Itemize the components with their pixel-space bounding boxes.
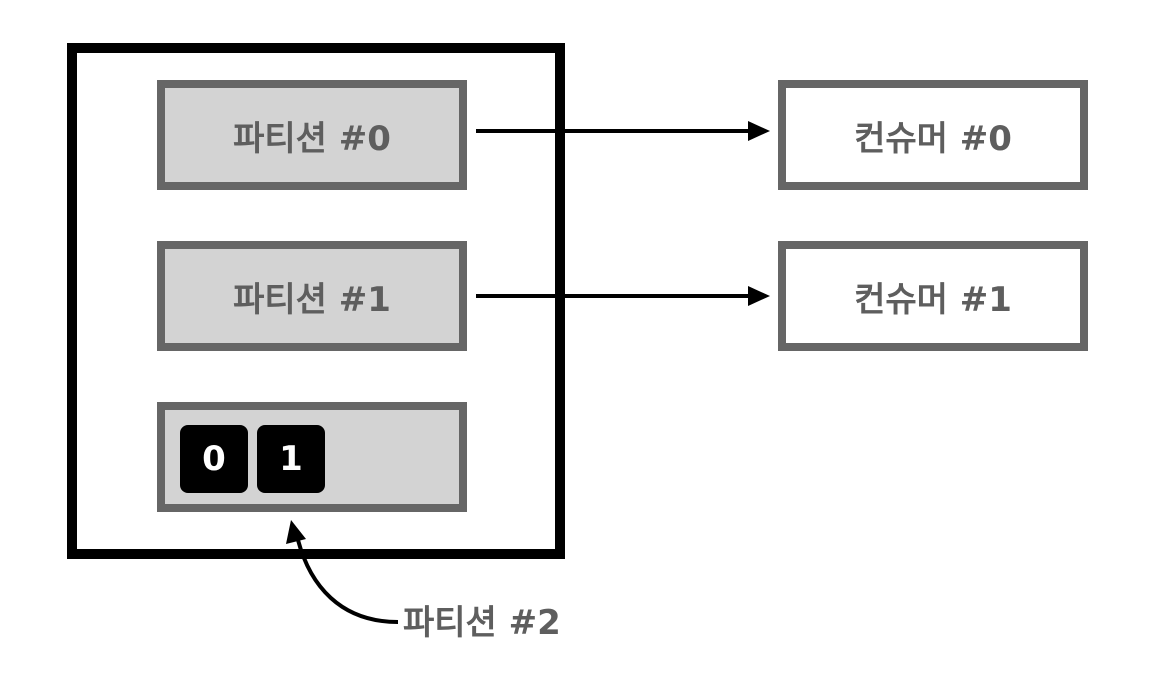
arrow-label-to-partition-2 xyxy=(286,520,399,624)
record-0-value: 0 xyxy=(202,439,226,479)
partition-1-label: 파티션 #1 xyxy=(233,279,391,320)
consumer-0-label: 컨슈머 #0 xyxy=(854,118,1012,159)
partition-0-label: 파티션 #0 xyxy=(233,118,391,159)
arrow-partition-0-to-consumer-0 xyxy=(476,121,770,141)
record-1: 1 xyxy=(257,425,325,493)
consumer-1-label: 컨슈머 #1 xyxy=(854,279,1012,320)
consumer-1: 컨슈머 #1 xyxy=(778,241,1088,351)
partition-2-label: 파티션 #2 xyxy=(403,603,561,643)
record-1-value: 1 xyxy=(279,439,303,479)
consumer-0: 컨슈머 #0 xyxy=(778,80,1088,190)
record-0: 0 xyxy=(180,425,248,493)
partition-0: 파티션 #0 xyxy=(157,80,467,190)
arrow-partition-1-to-consumer-1 xyxy=(476,286,770,306)
partition-1: 파티션 #1 xyxy=(157,241,467,351)
